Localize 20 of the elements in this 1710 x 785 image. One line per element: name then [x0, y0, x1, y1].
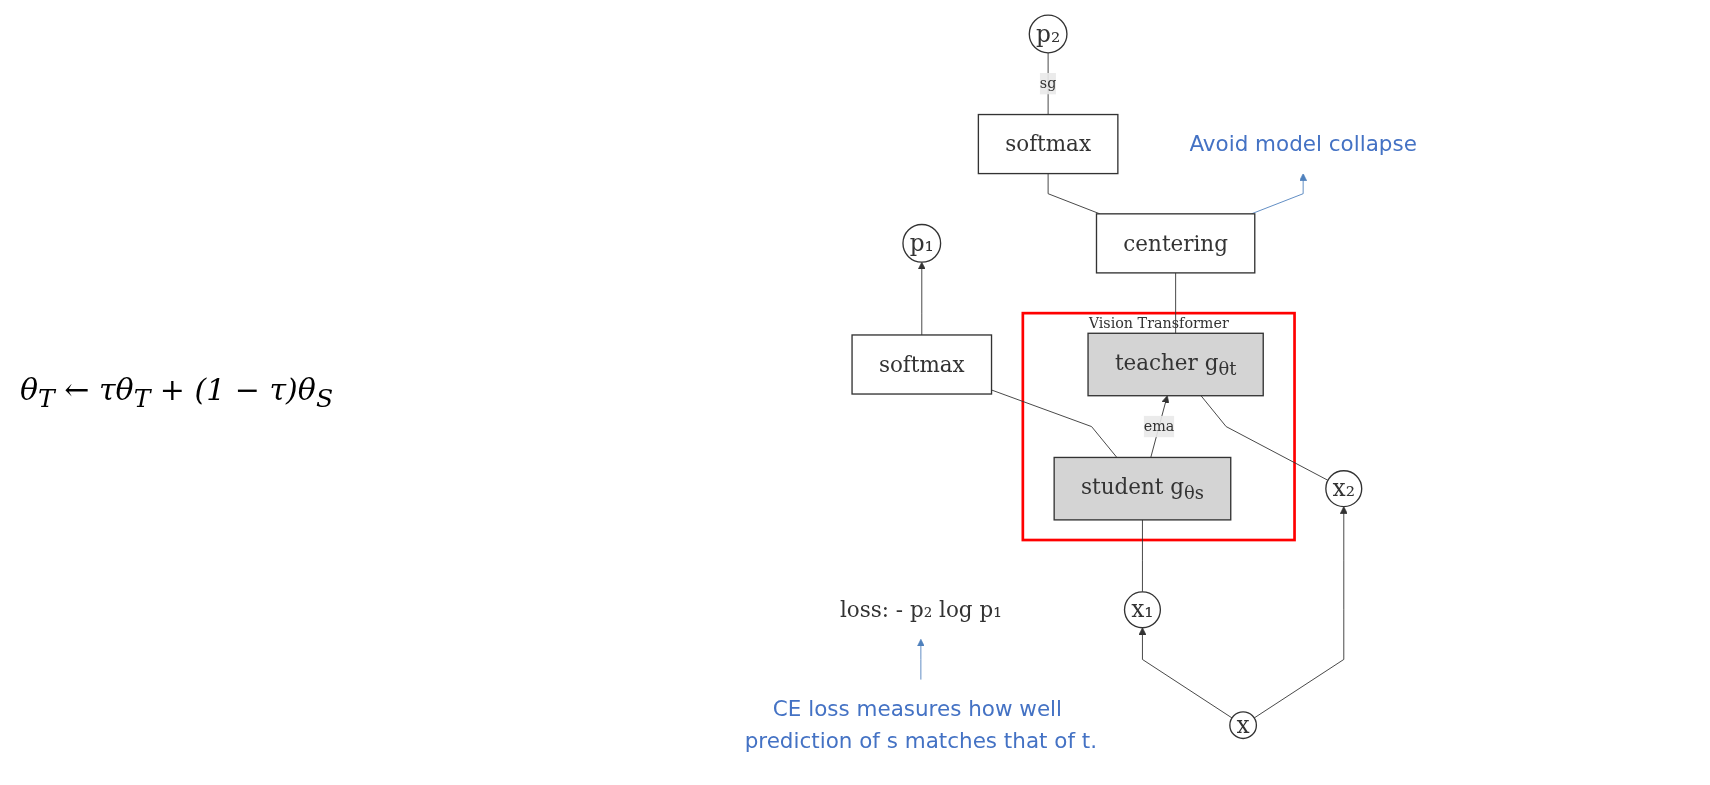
node-circle: x [1229, 710, 1258, 739]
node-circle: x₂ [1325, 469, 1363, 507]
connector [1200, 394, 1329, 481]
node-box: student g$_{θs}$ [1053, 456, 1232, 521]
node-text: CE loss measures how well prediction of s matches that of t. [744, 696, 1098, 754]
node-circle: p₁ [902, 223, 942, 263]
node-box: softmax [977, 113, 1119, 174]
node-circle: x₁ [1123, 590, 1162, 628]
connector [1175, 271, 1177, 334]
update-formula: θ$_{T}$ ← τθ$_{T}$ + (1 − τ)θ$_{S}$ [20, 372, 335, 413]
edge-label: sg [1039, 74, 1057, 92]
node-box: centering [1095, 212, 1256, 274]
connector [1142, 518, 1143, 592]
node-text: loss: - p₂ log p₁ [840, 596, 1002, 622]
edge-label: ema [1143, 417, 1175, 435]
node-box: teacher g$_{θt}$ [1087, 332, 1264, 396]
node-circle: p₂ [1028, 14, 1068, 53]
node-box: softmax [851, 333, 993, 395]
node-text: Avoid model collapse [1189, 131, 1417, 157]
connector [991, 389, 1118, 458]
